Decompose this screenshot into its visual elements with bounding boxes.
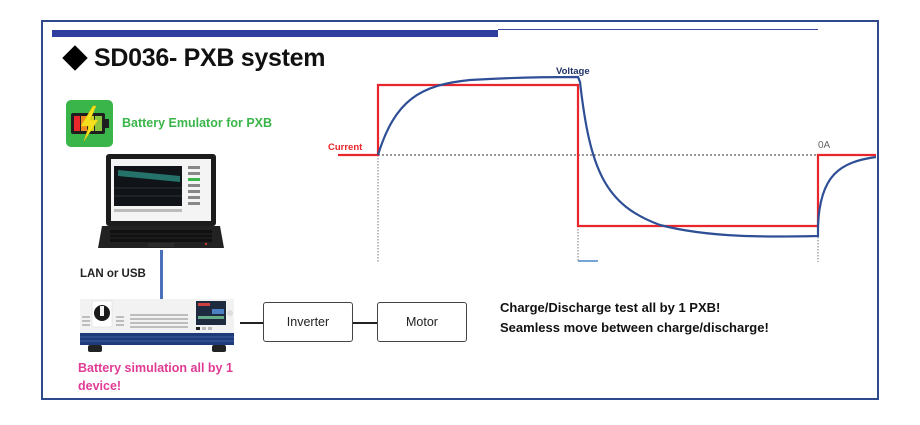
connection-label: LAN or USB [80, 268, 146, 280]
diamond-bullet-icon [62, 45, 88, 72]
battery-emulator-icon[interactable] [66, 100, 113, 147]
psu-to-inverter-wire [240, 322, 264, 324]
app-label: Battery Emulator for PXB [122, 116, 273, 130]
motor-label: Motor [406, 315, 438, 329]
lan-usb-cable [160, 250, 163, 300]
power-supply-device-icon [78, 297, 238, 355]
message-line-1: Charge/Discharge test all by 1 PXB! [500, 300, 721, 315]
slide-title-text: SD036- PXB system [94, 44, 326, 72]
device-caption: Battery simulation all by 1 device! [78, 361, 233, 393]
motor-block: Motor [377, 302, 467, 342]
inverter-block: Inverter [263, 302, 353, 342]
inverter-to-motor-wire [353, 322, 377, 324]
feature-message: Charge/Discharge test all by 1 PXB! Seam… [500, 298, 769, 338]
inverter-label: Inverter [286, 315, 330, 329]
slide-title: SD036- PXB system [60, 44, 325, 73]
laptop-icon [96, 152, 226, 252]
message-line-2: Seamless move between charge/discharge! [500, 320, 769, 335]
title-bar-accent [52, 30, 498, 37]
title-bar-rule [498, 29, 818, 30]
